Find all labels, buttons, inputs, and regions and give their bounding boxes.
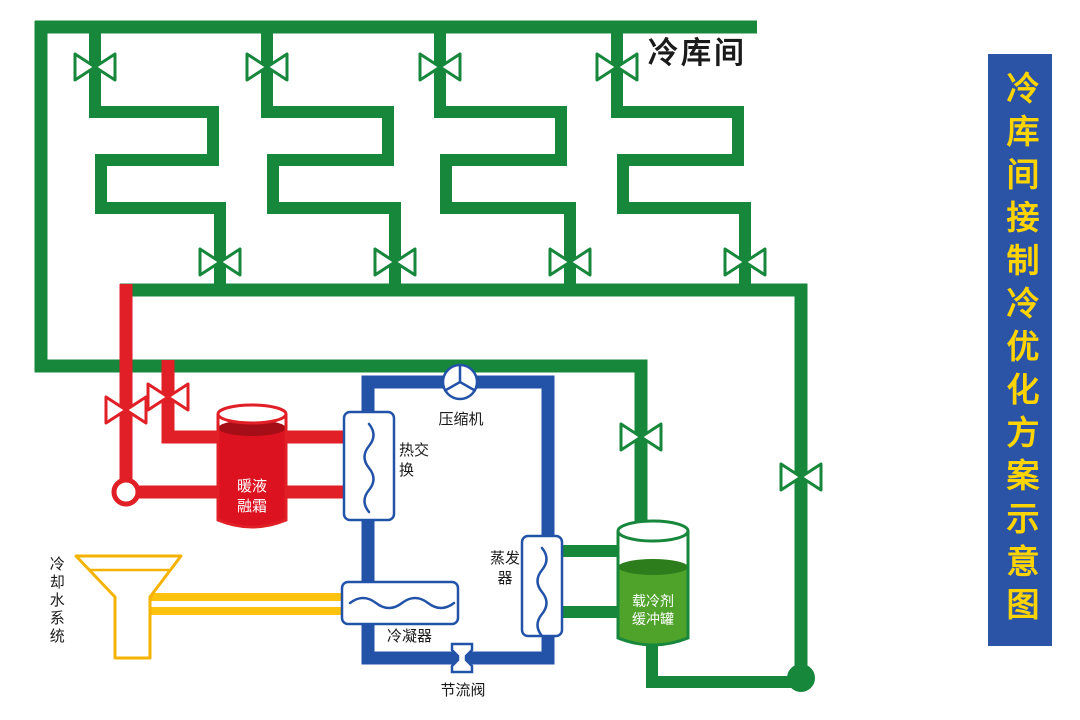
defrost-tank-label: 暖液 融霜 [236, 478, 267, 515]
coolant-pump-icon [787, 664, 815, 692]
defrost-pipe-b [161, 360, 224, 444]
cold-room-label: 冷库间 [648, 37, 747, 70]
coil-pipe-1 [89, 21, 226, 296]
tank-bottom-pipe [646, 635, 801, 688]
evaporator-box [520, 534, 564, 638]
heat-exchanger-coil-line [363, 422, 375, 514]
cooling-water-label: 冷却水系统 [47, 556, 65, 646]
coil-pipe-4 [611, 21, 751, 296]
evaporator-coil-line [536, 546, 548, 638]
throttle-valve-label: 节流阀 [440, 682, 486, 699]
coolant-tank-outline [616, 531, 690, 647]
refrigerant-loop-pipe [361, 375, 555, 665]
compressor-icon [441, 363, 479, 401]
defrost-tank-liquid [218, 428, 286, 527]
coolant-tank-liquid-surface [618, 559, 688, 575]
evaporator-label: 蒸发 器 [489, 550, 520, 587]
coolant-tank-top [616, 519, 690, 543]
throttle-valve-icon [450, 642, 474, 674]
supply-manifold-pipe [120, 283, 808, 672]
defrost-tank-liquid-surface [218, 420, 286, 436]
banner-title: 冷库间接制冷优化方案示意图 [1002, 70, 1039, 630]
coil-pipe-2 [261, 21, 401, 296]
cooling-tower-funnel-icon [74, 554, 183, 660]
coolant-tank-liquid [618, 567, 688, 645]
heat-exchanger-label: 热交 换 [399, 442, 430, 479]
coolant-tank-label: 载冷剂 缓冲罐 [632, 593, 674, 628]
coil-pipe-3 [434, 21, 576, 296]
compressor-label: 压缩机 [438, 411, 484, 428]
return-pipe-left [34, 21, 648, 535]
compressor-blades [444, 364, 476, 392]
coolant-buffer-tank [616, 519, 690, 647]
title-banner: 冷库间接制冷优化方案示意图 [988, 54, 1052, 646]
defrost-tank-top [216, 403, 288, 425]
defrost-tank [216, 403, 288, 529]
defrost-pump-icon [111, 477, 141, 507]
condenser-coil-line [348, 596, 456, 610]
defrost-tank-outline [216, 414, 288, 529]
condenser-label: 冷凝器 [387, 628, 433, 645]
